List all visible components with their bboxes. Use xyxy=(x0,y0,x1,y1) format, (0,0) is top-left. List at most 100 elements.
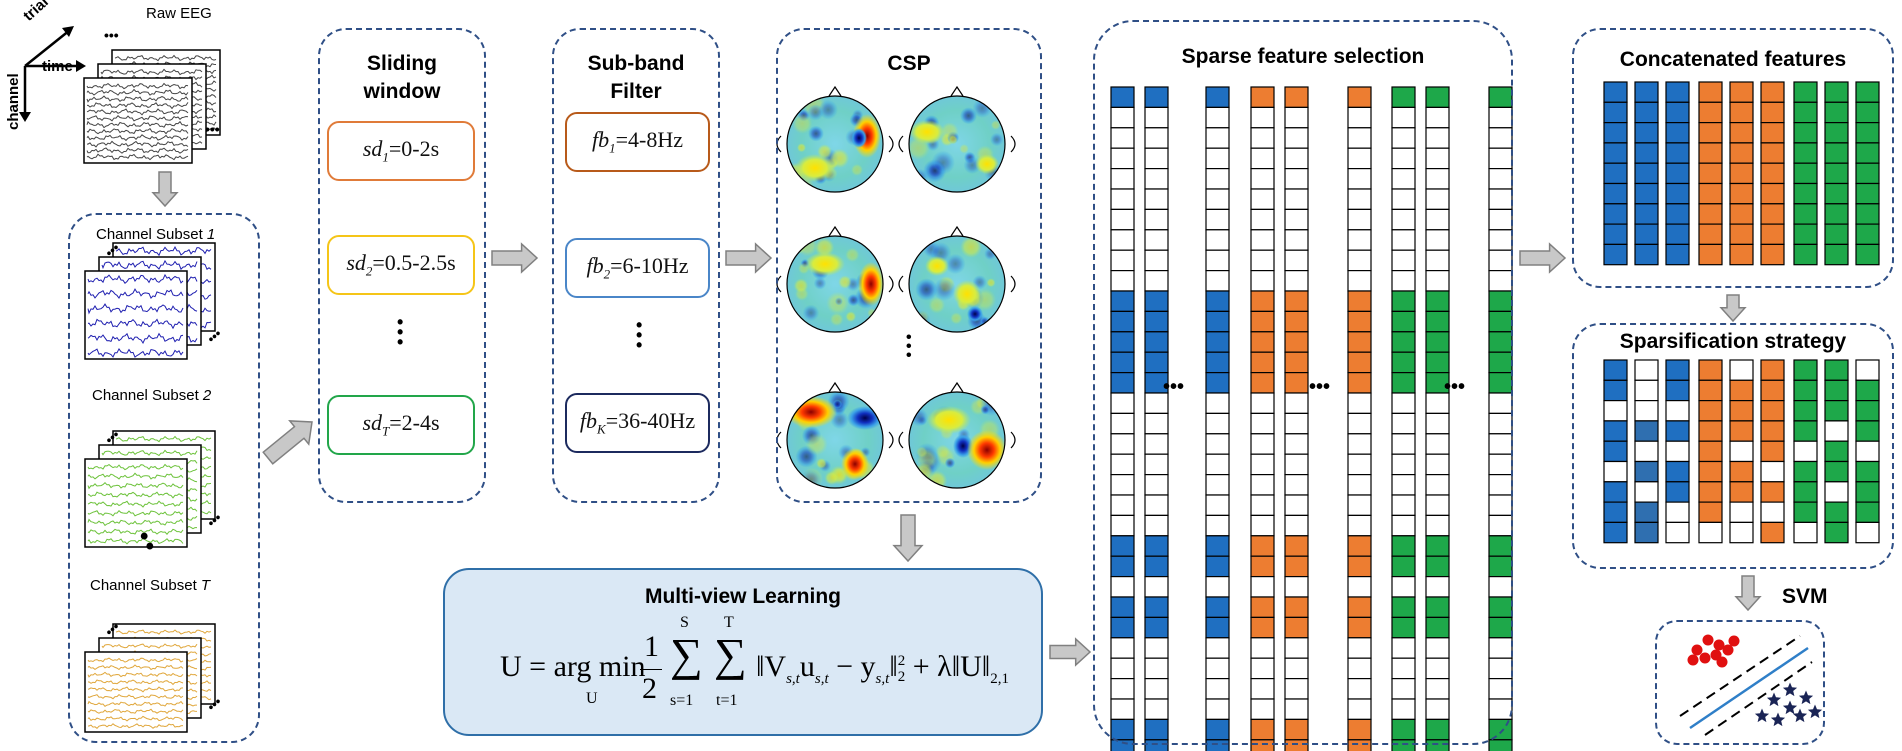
class-b-point-2 xyxy=(1798,690,1814,705)
feature-cell xyxy=(1603,243,1628,266)
topo-blob xyxy=(986,278,996,288)
margin-upper xyxy=(1679,635,1801,717)
signal-trace xyxy=(87,700,184,707)
signal-sheet xyxy=(84,270,188,360)
signal-trace xyxy=(86,153,189,161)
feature-cell xyxy=(1488,739,1513,751)
signal-trace xyxy=(101,259,198,271)
feature-cell xyxy=(1824,243,1849,266)
head-ears xyxy=(898,431,1016,449)
sparsified-column-4 xyxy=(1698,359,1723,544)
head-nose xyxy=(950,85,964,97)
class-b-point-6 xyxy=(1770,712,1786,727)
class-a-point-1 xyxy=(1691,644,1703,656)
eq-sum1-top: S xyxy=(680,614,689,631)
time-axis-head xyxy=(76,60,86,72)
topo-focus xyxy=(927,406,971,434)
down-arrow xyxy=(892,514,924,563)
class-b-point-7 xyxy=(1792,708,1808,723)
head-nose xyxy=(828,225,842,237)
topo-focus xyxy=(805,252,845,276)
trial-axis xyxy=(24,29,71,67)
feature-cell xyxy=(1391,739,1416,751)
multiview-equation: U = arg min U 1 2 S ∑ s=1 T ∑ t=1 ‖Vs,tu… xyxy=(500,614,1030,730)
H4 xyxy=(898,225,1016,333)
concat-column-3 xyxy=(1665,81,1690,266)
sliding-window-panel xyxy=(318,28,486,503)
signal-trace xyxy=(87,509,184,517)
feature-cell xyxy=(1144,739,1169,751)
topo-blob xyxy=(960,236,982,258)
head-ears xyxy=(898,135,1016,153)
sparse-ellipsis-1: ••• xyxy=(1163,376,1185,398)
topo-blob xyxy=(793,278,809,293)
signal-trace xyxy=(87,332,184,345)
csp-ellipsis: ••• xyxy=(906,329,912,364)
topo-blob xyxy=(813,277,827,290)
feature-cell xyxy=(1793,243,1818,266)
topo-blob xyxy=(950,312,963,325)
feature-cell xyxy=(1760,521,1785,544)
feature-cell xyxy=(1665,243,1690,266)
raw-eeg-sheets xyxy=(83,49,221,164)
signal-trace xyxy=(86,108,189,116)
topo-blob xyxy=(959,144,969,154)
concat-column-6 xyxy=(1760,81,1785,266)
channel-subset-2-label: Channel Subset 2 xyxy=(92,387,212,404)
channel-subset-vertical-ellipsis: • • xyxy=(140,523,154,560)
head-spots xyxy=(788,236,883,327)
sparse-selection-title: Sparse feature selection xyxy=(1181,45,1425,68)
signal-trace xyxy=(101,449,198,457)
signal-trace xyxy=(114,54,217,62)
multiview-learning-box xyxy=(443,568,1043,736)
sparse-column-2 xyxy=(1144,86,1169,751)
class-a-point-4 xyxy=(1699,652,1711,664)
eq-frac-bar xyxy=(640,669,662,670)
axis-channel-label: channel xyxy=(5,73,22,130)
topo-focus xyxy=(795,154,835,182)
sparsified-column-7 xyxy=(1793,359,1818,544)
class-b-point-5 xyxy=(1754,708,1770,723)
feature-cell xyxy=(1729,243,1754,266)
feature-cell xyxy=(1634,521,1659,544)
H5 xyxy=(776,381,894,489)
channel-axis-head xyxy=(19,112,31,122)
margin-lower xyxy=(1704,661,1813,736)
raw-eeg-title: Raw EEG xyxy=(146,5,212,22)
signal-trace xyxy=(86,140,189,148)
head-outline xyxy=(908,235,1006,333)
topo-blob xyxy=(845,311,857,322)
topo-blob xyxy=(830,312,844,327)
class-a-point-2 xyxy=(1702,634,1714,646)
feature-cell xyxy=(1824,521,1849,544)
sparse-column-8 xyxy=(1425,86,1450,751)
topo-focus xyxy=(967,430,1005,470)
subset-2-sheets xyxy=(84,430,216,548)
signal-trace xyxy=(87,463,184,471)
window-ellipsis: ••• xyxy=(397,312,403,352)
subset-t-sheets xyxy=(84,623,216,733)
down-arrow xyxy=(1719,294,1747,323)
raw-eeg-dots-top: ••• xyxy=(104,27,119,43)
eq-sum2-top: T xyxy=(724,614,734,631)
signal-trace xyxy=(87,318,184,330)
H3 xyxy=(776,225,894,333)
sparsified-column-6 xyxy=(1760,359,1785,544)
signal-trace xyxy=(86,95,189,103)
concatenated-panel xyxy=(1572,28,1894,288)
raw-eeg-stack: •••••• xyxy=(83,27,221,164)
head-outline xyxy=(786,235,884,333)
sparse-column-3 xyxy=(1205,86,1230,751)
feature-cell xyxy=(1634,243,1659,266)
topo-blob xyxy=(928,296,946,314)
topo-focus xyxy=(909,120,945,144)
signal-trace xyxy=(87,472,184,480)
eq-frac-den: 2 xyxy=(642,672,657,705)
signal-trace xyxy=(87,715,184,722)
eq-sum2-sign: ∑ xyxy=(714,629,747,680)
feature-cell xyxy=(1760,243,1785,266)
